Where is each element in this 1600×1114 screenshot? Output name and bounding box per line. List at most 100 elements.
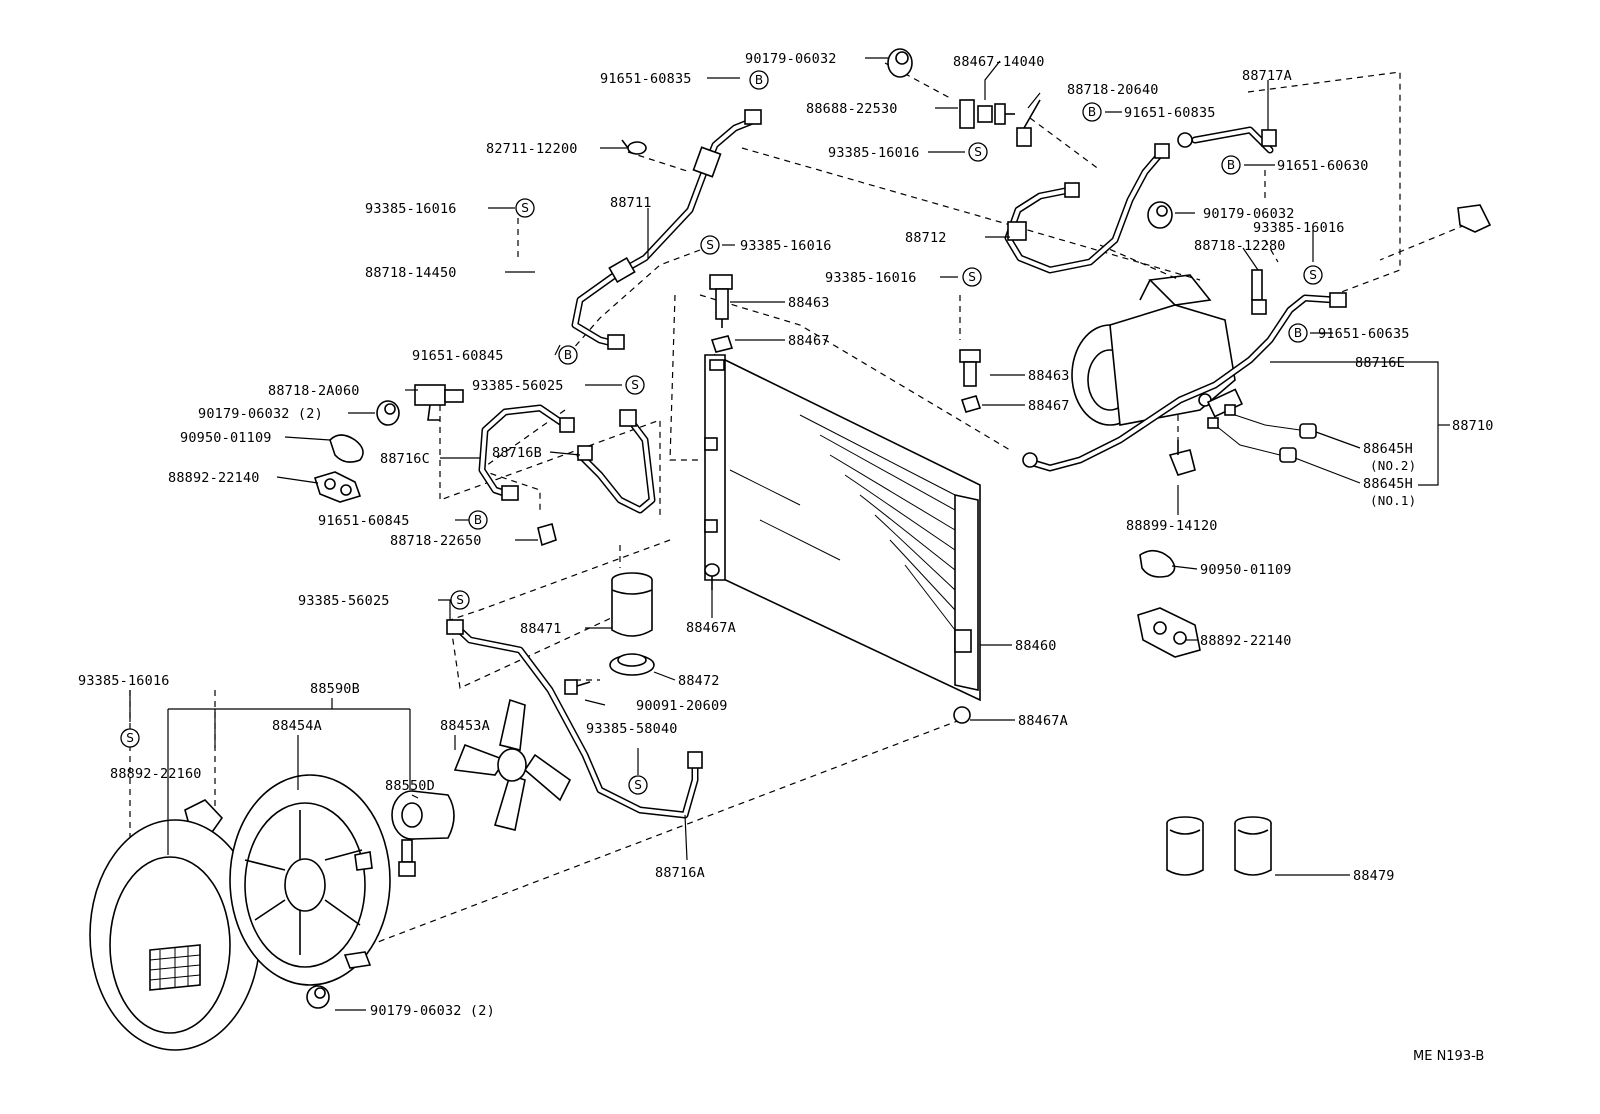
seal-90950-left <box>329 434 364 463</box>
pipe-88712 <box>1004 143 1170 274</box>
label-88463-b: 88463 <box>1028 368 1070 384</box>
compressor <box>1071 274 1236 426</box>
label-88718-14450: 88718-14450 <box>365 265 457 281</box>
pipe-88716A <box>446 619 703 819</box>
holder-88892-22140-left <box>313 471 362 503</box>
label-93385-56025-b: 93385-56025 <box>298 593 390 609</box>
fitting-88718-12280 <box>1251 269 1267 315</box>
label-88645H-no2: 88645H <box>1363 441 1413 457</box>
svg-text:B: B <box>474 513 482 527</box>
cap-88467-a <box>710 335 734 353</box>
seal-marker: S <box>700 235 720 255</box>
nut-90179-2-bottom <box>306 985 330 1009</box>
label-90179-06032-2a: 90179-06032 (2) <box>198 406 323 422</box>
receiver-88471 <box>611 572 653 637</box>
label-88472: 88472 <box>678 673 720 689</box>
holder-88892-22140-right <box>1137 607 1201 658</box>
markers: B B S B S S S S B B S B S S S <box>120 70 1323 795</box>
seal-marker: S <box>120 728 140 748</box>
rubber-88467A-b <box>953 706 971 724</box>
diagram-code: ME N193-B <box>1413 1049 1484 1064</box>
label-93385-16016-b: 93385-16016 <box>365 201 457 217</box>
label-88453A: 88453A <box>440 718 490 734</box>
pipe-88716E <box>1022 292 1347 472</box>
label-88718-22650: 88718-22650 <box>390 533 482 549</box>
label-90179-06032-mid: 90179-06032 <box>1203 206 1295 222</box>
label-88718-2A060: 88718-2A060 <box>268 383 360 399</box>
label-93385-58040: 93385-58040 <box>586 721 678 737</box>
label-88718-20640: 88718-20640 <box>1067 82 1159 98</box>
label-88716A: 88716A <box>655 865 705 881</box>
seal-marker: S <box>962 267 982 287</box>
seal-marker: S <box>450 590 470 610</box>
label-88892-22140-a: 88892-22140 <box>168 470 260 486</box>
seal-marker: S <box>515 198 535 218</box>
bolt-marker: B <box>749 70 769 90</box>
label-91651-60845-a: 91651-60845 <box>412 348 504 364</box>
corner-bracket <box>1457 204 1492 233</box>
bolt-90091 <box>564 679 591 695</box>
label-93385-16016-f: 93385-16016 <box>78 673 170 689</box>
label-93385-16016-e: 93385-16016 <box>825 270 917 286</box>
label-88892-22160: 88892-22160 <box>110 766 202 782</box>
bolt-marker: B <box>558 345 578 365</box>
label-88467A-b: 88467A <box>1018 713 1068 729</box>
svg-text:S: S <box>631 378 639 392</box>
label-82711-12200: 82711-12200 <box>486 141 578 157</box>
sensor-88463-a <box>709 274 733 328</box>
clamp-82711 <box>621 139 647 155</box>
bracket-88472 <box>609 653 655 676</box>
seal-marker: S <box>1303 265 1323 285</box>
bolt-marker: B <box>1082 102 1102 122</box>
condenser-88460 <box>704 353 981 702</box>
label-88899-14120: 88899-14120 <box>1126 518 1218 534</box>
sensors-88645H <box>1207 404 1317 463</box>
label-88716B: 88716B <box>492 445 542 461</box>
label-91651-60630: 91651-60630 <box>1277 158 1369 174</box>
pipe-88711 <box>571 109 762 350</box>
label-90179-06032-top: 90179-06032 <box>745 51 837 67</box>
bolt-marker: B <box>468 510 488 530</box>
label-88645H-no1: 88645H <box>1363 476 1413 492</box>
label-93385-16016-d: 93385-16016 <box>740 238 832 254</box>
switch-88467-14040 <box>959 99 1041 147</box>
label-88467-14040: 88467-14040 <box>953 54 1045 70</box>
svg-text:S: S <box>1309 268 1317 282</box>
label-91651-60635: 91651-60635 <box>1318 326 1410 342</box>
label-88711: 88711 <box>610 195 652 211</box>
seal-marker: S <box>628 775 648 795</box>
label-88645H-no1-sub: (NO.1) <box>1370 493 1416 508</box>
label-88550D: 88550D <box>385 778 435 794</box>
label-91651-60835-top: 91651-60835 <box>600 71 692 87</box>
svg-text:S: S <box>706 238 714 252</box>
label-88467-a: 88467 <box>788 333 830 349</box>
label-90950-01109-a: 90950-01109 <box>180 430 272 446</box>
seal-marker: S <box>968 142 988 162</box>
label-88716E: 88716E <box>1355 355 1405 371</box>
valve-88718-2A060 <box>414 384 464 421</box>
label-90091-20609: 90091-20609 <box>636 698 728 714</box>
fan-motor-88550D <box>391 790 455 877</box>
pipe-88716B <box>576 409 656 514</box>
sensor-88463-b <box>959 349 981 387</box>
label-88892-22140-b: 88892-22140 <box>1200 633 1292 649</box>
pipe-88717A <box>1177 126 1277 154</box>
bracket-88899 <box>1168 440 1196 476</box>
fan-blade-88453A <box>453 698 572 831</box>
label-93385-16016-a: 93385-16016 <box>828 145 920 161</box>
svg-text:S: S <box>974 145 982 159</box>
svg-text:B: B <box>564 348 572 362</box>
label-88467-b: 88467 <box>1028 398 1070 414</box>
label-88471: 88471 <box>520 621 562 637</box>
label-88460: 88460 <box>1015 638 1057 654</box>
label-88467A-a: 88467A <box>686 620 736 636</box>
svg-text:S: S <box>456 593 464 607</box>
nut-90179-2-left <box>376 400 400 426</box>
label-91651-60835-right: 91651-60835 <box>1124 105 1216 121</box>
nut-90179-mid <box>1147 201 1173 229</box>
label-88710: 88710 <box>1452 418 1494 434</box>
svg-text:B: B <box>1227 158 1235 172</box>
label-90179-06032-2b: 90179-06032 (2) <box>370 1003 495 1019</box>
nut-90179-top <box>887 48 913 78</box>
